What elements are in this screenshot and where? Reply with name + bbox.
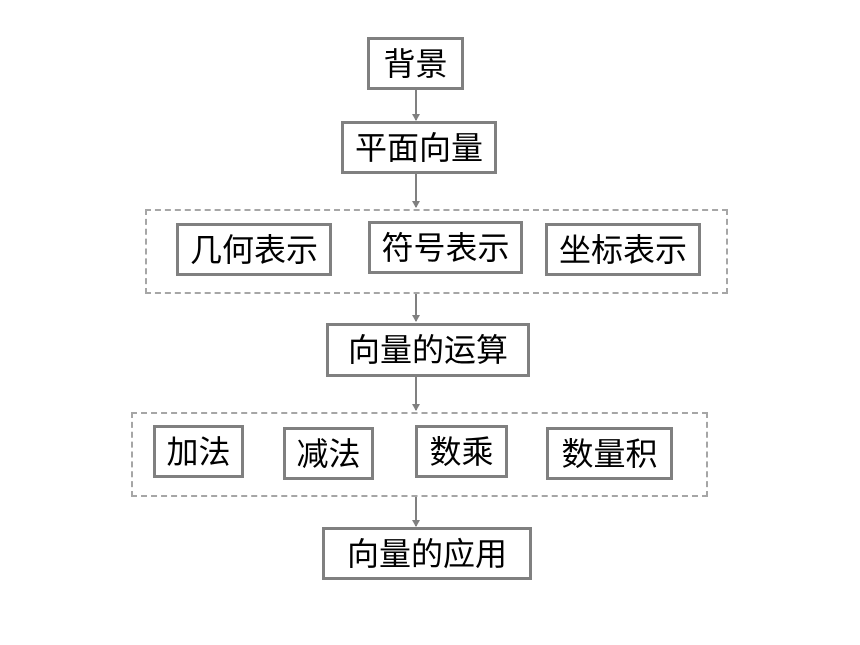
- node-geometric-representation: 几何表示: [176, 223, 332, 276]
- node-plane-vector: 平面向量: [341, 121, 497, 174]
- node-coordinate-representation: 坐标表示: [545, 223, 701, 276]
- node-scalar-multiplication: 数乘: [415, 425, 508, 478]
- node-dot-product: 数量积: [546, 427, 673, 480]
- node-vector-operations: 向量的运算: [326, 323, 530, 377]
- representation-group: [145, 209, 728, 294]
- operation-types-group: [131, 412, 708, 497]
- node-addition: 加法: [153, 425, 244, 478]
- node-symbolic-representation: 符号表示: [368, 221, 523, 274]
- node-background: 背景: [367, 37, 464, 90]
- node-vector-applications: 向量的应用: [322, 527, 532, 580]
- node-subtraction: 减法: [283, 427, 374, 480]
